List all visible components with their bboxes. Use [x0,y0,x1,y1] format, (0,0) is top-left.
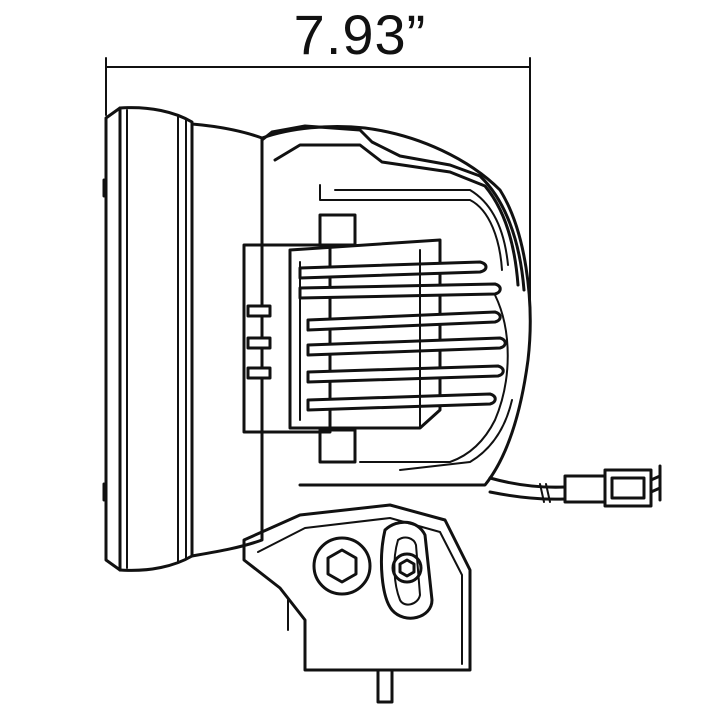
hex-nut-icon [391,552,423,584]
front-bezel [102,106,194,572]
dimension-line [105,57,531,331]
rear-contour [359,294,513,471]
wire-connector [488,464,662,508]
mounting-stud [376,668,394,704]
adjustment-slot [380,520,434,620]
hex-bolt-icon [312,536,372,596]
heatsink-fins [246,213,507,464]
dimension-label: 7.93” [293,3,427,66]
top-shroud [260,124,526,292]
mounting-bracket [242,503,472,672]
